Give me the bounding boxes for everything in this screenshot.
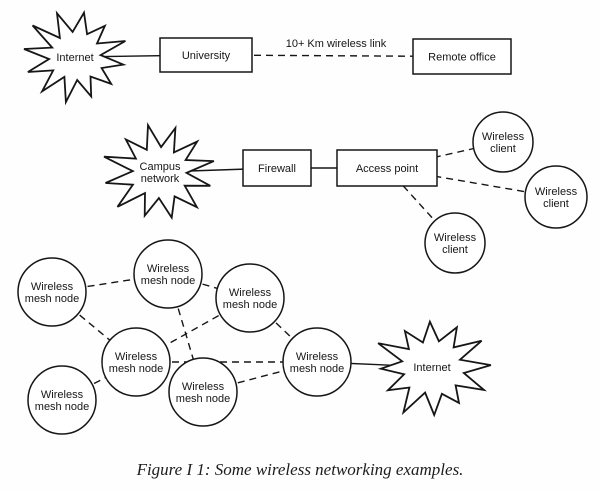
rect-shape [412, 38, 512, 75]
node-label: Access point [356, 163, 418, 175]
circle-shape [133, 239, 203, 309]
circle-shape [17, 257, 87, 327]
rect-shape [336, 149, 438, 187]
circle-shape [282, 327, 352, 397]
edge-label: 10+ Km wireless link [286, 38, 387, 50]
node-access-point: Access point [336, 149, 438, 187]
circle-shape [524, 165, 588, 229]
circle-shape [472, 111, 534, 173]
node-university: University [159, 37, 253, 73]
node-remote-office: Remote office [412, 38, 512, 75]
circle-shape [215, 263, 285, 333]
circle-shape [168, 357, 238, 427]
node-label: Internet [56, 52, 93, 64]
rect-shape [242, 149, 312, 187]
node-label: University [182, 50, 231, 62]
cloud-shape [103, 122, 215, 221]
node-label: Firewall [258, 163, 296, 175]
circle-shape [424, 212, 486, 274]
rect-shape [159, 37, 253, 73]
node-internet-top: Internet [23, 10, 127, 106]
node-label: Remote office [428, 52, 496, 64]
circle-shape [101, 327, 171, 397]
cloud-shape [377, 319, 492, 418]
cloud-shape [23, 10, 127, 106]
node-label: Internet [413, 362, 450, 374]
circle-shape [27, 365, 97, 435]
node-internet-bottom: Internet [377, 319, 492, 418]
node-firewall: Firewall [242, 149, 312, 187]
figure-caption: Figure I 1: Some wireless networking exa… [136, 460, 464, 479]
